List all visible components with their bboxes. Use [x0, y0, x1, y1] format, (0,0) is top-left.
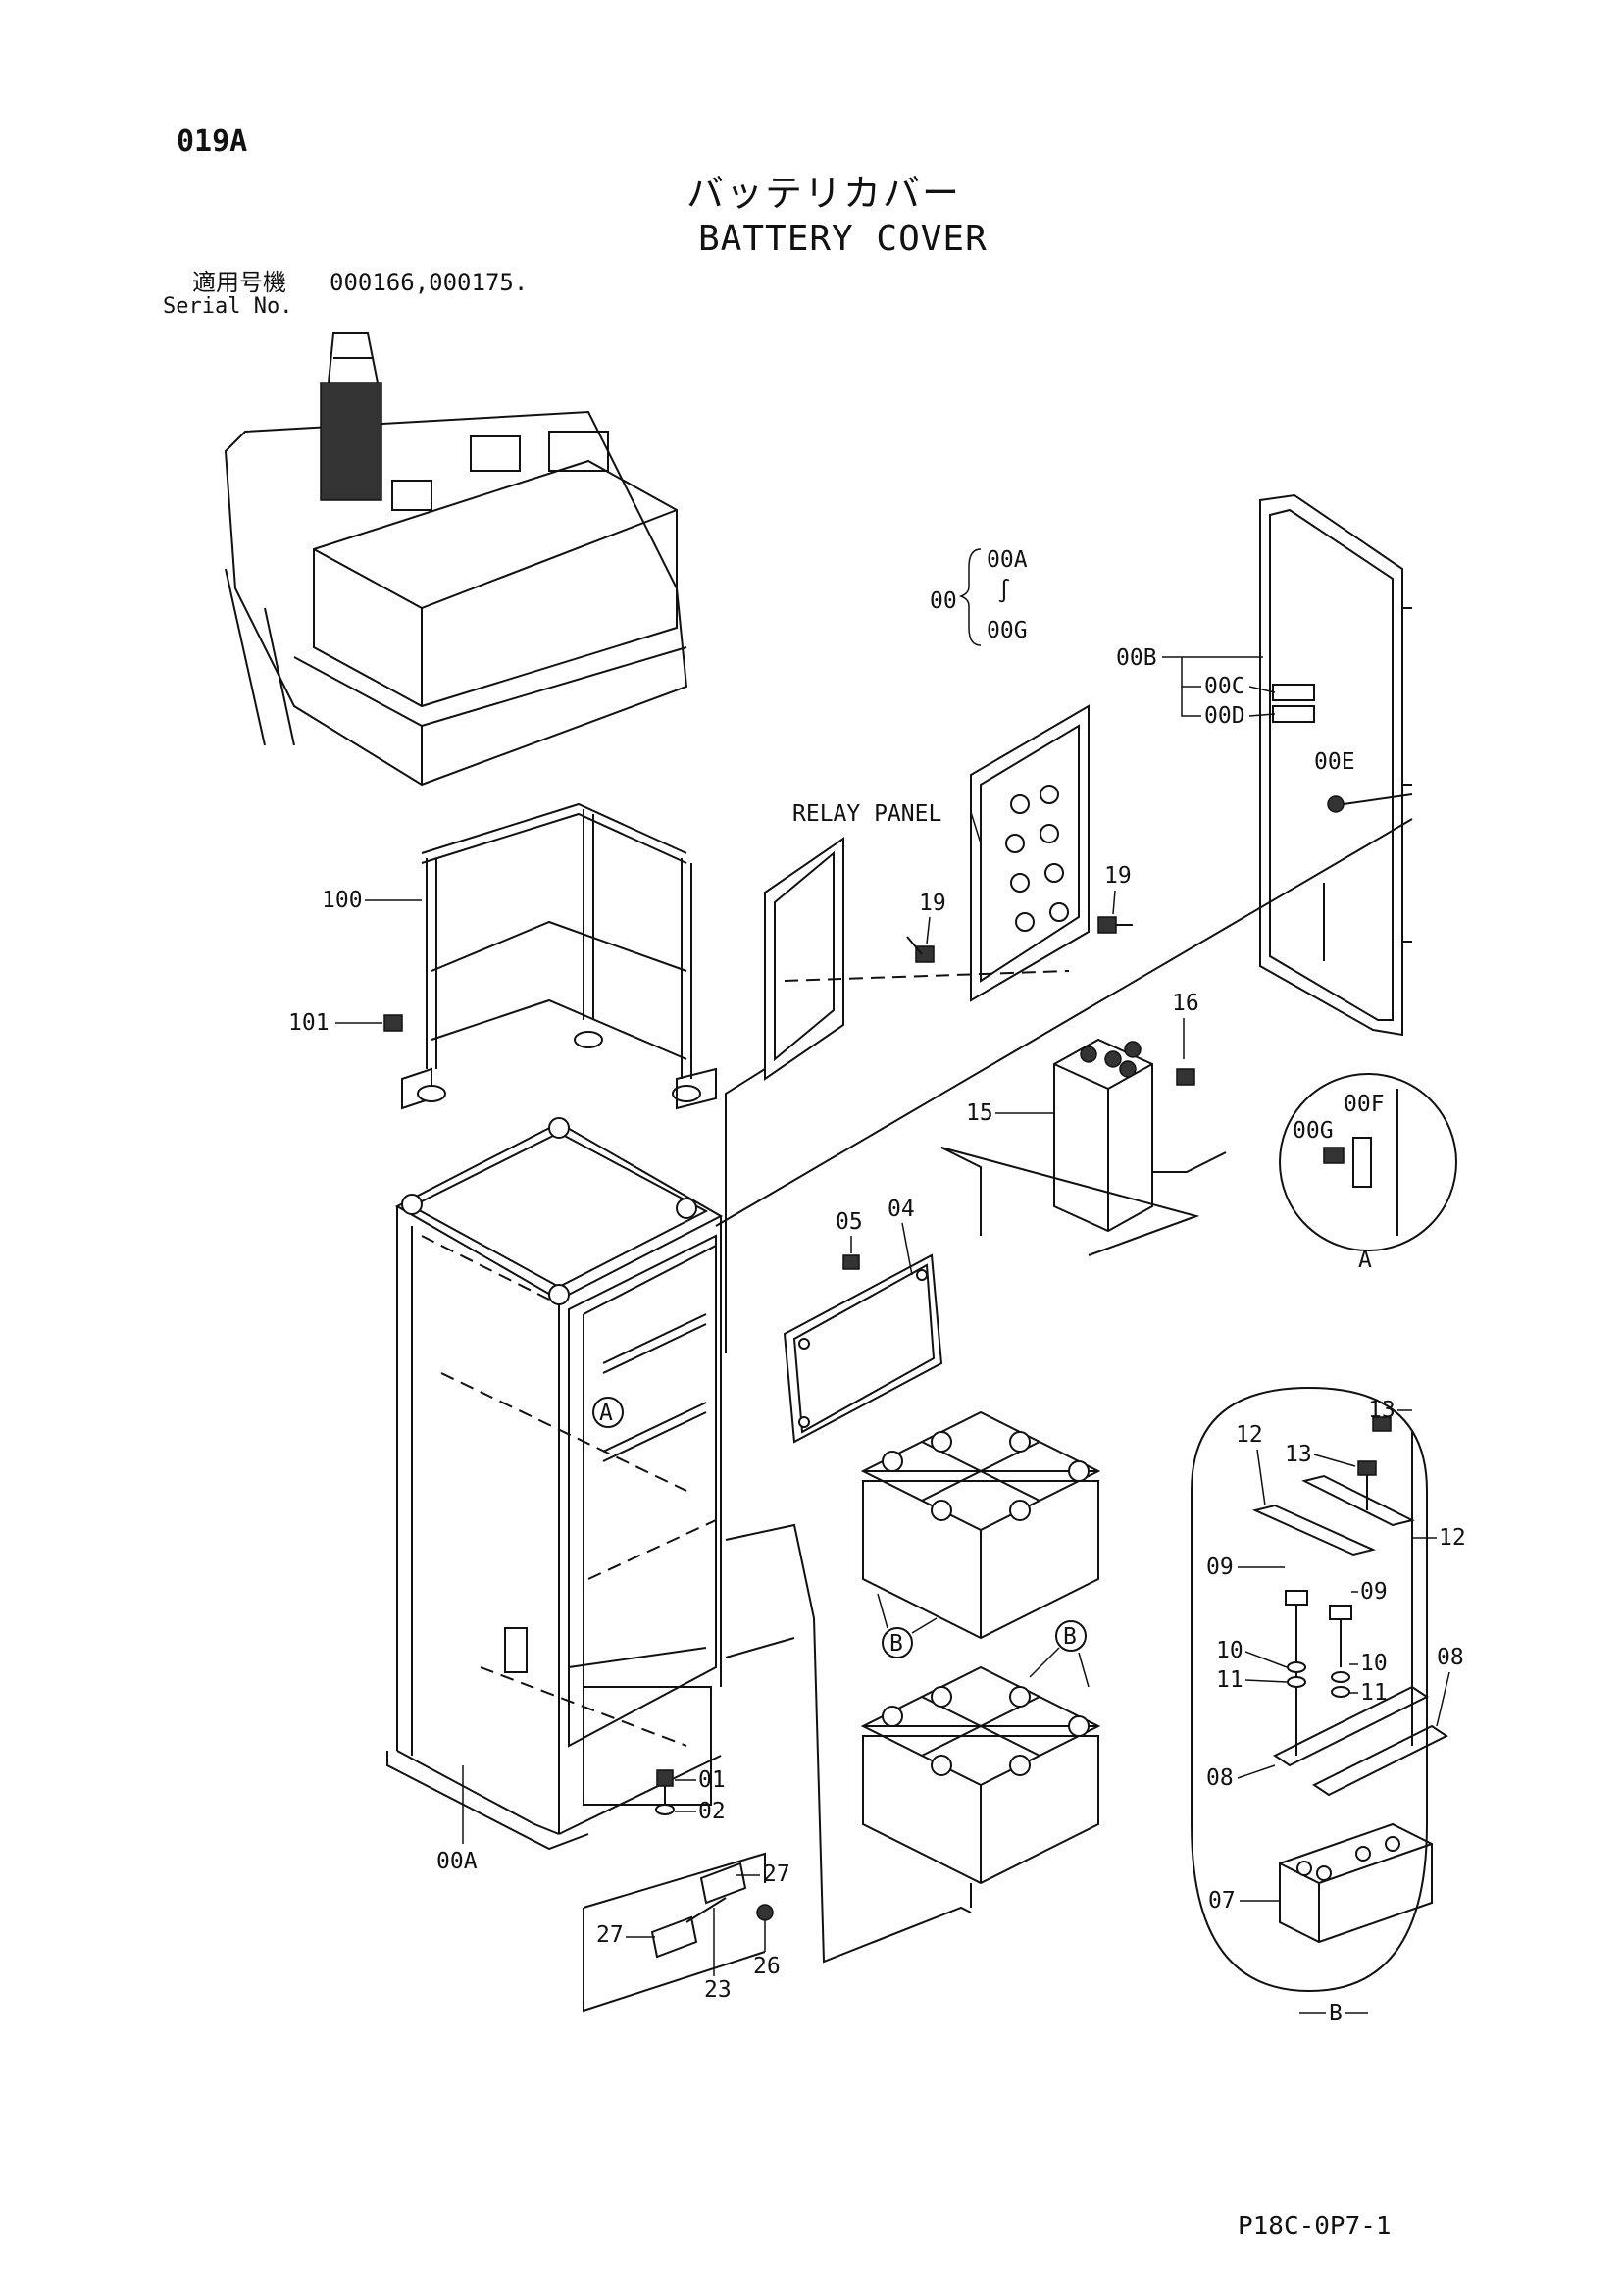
detail-b-label: B: [1329, 2001, 1343, 2026]
battery-cover-highlight: [320, 382, 382, 501]
callout-00G-detail: 00G: [1293, 1118, 1334, 1144]
washer-02: [655, 1804, 675, 1815]
bolt-05: [842, 1254, 860, 1270]
callout-27-top: 27: [763, 1862, 790, 1887]
callout-26: 26: [753, 1954, 781, 1979]
callout-00A-range-start: 00A: [987, 547, 1028, 573]
range-tilde: ∫: [997, 578, 1011, 604]
relay-panel-label: RELAY PANEL: [792, 801, 941, 827]
marker-b-lower-letter: B: [1063, 1624, 1077, 1650]
callout-27-left: 27: [596, 1922, 624, 1948]
detail-b: [1191, 1386, 1448, 1993]
title-japanese: バッテリカバー: [686, 172, 962, 215]
drawing-reference-code: P18C-0P7-1: [1238, 2212, 1392, 2241]
machine-overview: [224, 332, 688, 787]
callout-08-right: 08: [1437, 1645, 1464, 1670]
callout-13-mid: 13: [1285, 1442, 1312, 1467]
callout-09-left: 09: [1206, 1555, 1234, 1580]
callout-11-left: 11: [1216, 1667, 1243, 1693]
relay-panel: [725, 704, 1090, 1353]
callout-group-00: 00: [930, 588, 957, 614]
battery-group-upper: [860, 1410, 1101, 1640]
bolt-16: [1176, 1068, 1195, 1086]
marker-a: [592, 1397, 624, 1428]
callout-09-right: 09: [1360, 1579, 1388, 1605]
callout-19-right: 19: [1104, 863, 1132, 889]
callout-04: 04: [888, 1197, 915, 1222]
callout-101: 101: [288, 1010, 330, 1036]
marker-b-upper-letter: B: [889, 1631, 903, 1657]
detail-a-label: A: [1358, 1248, 1372, 1273]
callout-10-right: 10: [1360, 1651, 1388, 1676]
callout-12-left: 12: [1236, 1422, 1263, 1448]
handrail: [401, 802, 717, 1110]
callout-00F: 00F: [1344, 1092, 1385, 1117]
cover-door: [715, 493, 1413, 1227]
marker-a-letter: A: [599, 1401, 613, 1426]
battery-group-lower: [860, 1665, 1101, 1908]
callout-00C: 00C: [1204, 674, 1245, 699]
callout-19-left: 19: [919, 891, 946, 916]
callout-00G-range-end: 00G: [987, 618, 1028, 643]
callout-05: 05: [836, 1209, 863, 1235]
detail-a: [1279, 1073, 1457, 1251]
callout-02: 02: [698, 1799, 726, 1824]
bolt-101: [383, 1014, 403, 1032]
bolt-19-left: [906, 936, 935, 963]
callout-11-right: 11: [1360, 1680, 1388, 1706]
callout-10-left: 10: [1216, 1638, 1243, 1663]
relay-box: [1053, 1038, 1227, 1233]
serial-label-japanese: 適用号機: [192, 269, 286, 296]
marker-b-upper: [882, 1627, 913, 1658]
callout-01: 01: [698, 1767, 726, 1793]
bolt-01: [656, 1769, 674, 1787]
callout-23: 23: [704, 1977, 732, 2003]
callout-00B: 00B: [1116, 645, 1157, 671]
callout-00D: 00D: [1204, 703, 1245, 729]
marker-b-lower: [1055, 1620, 1087, 1652]
callout-13-top: 13: [1368, 1398, 1396, 1423]
cover-plate: [783, 1253, 943, 1444]
serial-numbers: 000166,000175.: [330, 269, 529, 296]
bolt-19-right: [1097, 916, 1133, 934]
callout-100: 100: [322, 888, 363, 913]
callout-08-left: 08: [1206, 1765, 1234, 1791]
callout-12-right: 12: [1439, 1525, 1466, 1551]
callout-15: 15: [966, 1100, 993, 1126]
page-code: 019A: [177, 125, 248, 159]
serial-label-english: Serial No.: [163, 294, 293, 319]
callout-07: 07: [1208, 1888, 1236, 1913]
callout-00A: 00A: [436, 1849, 478, 1874]
callout-00E: 00E: [1314, 749, 1355, 775]
range-brace: [958, 548, 982, 646]
title-english: BATTERY COVER: [698, 219, 988, 259]
battery-cabinet: [386, 1117, 724, 1851]
callout-16: 16: [1172, 991, 1199, 1016]
